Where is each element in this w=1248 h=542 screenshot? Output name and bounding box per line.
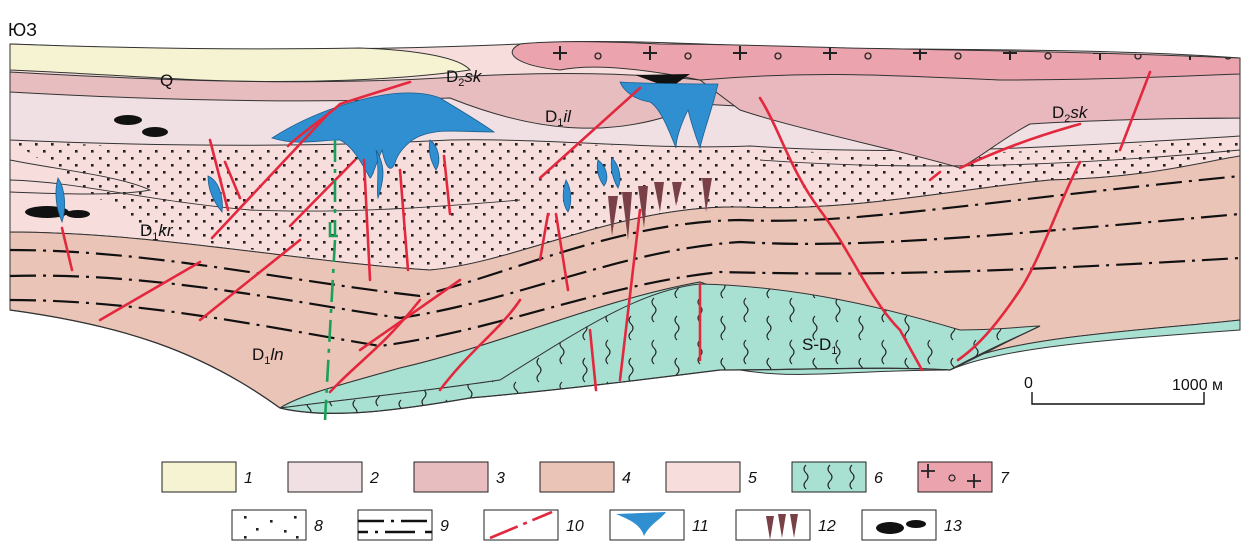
legend-swatch-11 bbox=[610, 510, 684, 540]
scale-bar: 0 1000 м bbox=[1024, 375, 1223, 404]
legend-item-9: 9 bbox=[358, 510, 449, 540]
legend-number-2: 2 bbox=[369, 470, 379, 487]
legend-swatch-10 bbox=[484, 510, 558, 540]
legend-swatch-7 bbox=[918, 462, 992, 492]
legend-number-9: 9 bbox=[440, 518, 449, 535]
label-d2sk-left: D2sk bbox=[446, 67, 483, 89]
legend-number-7: 7 bbox=[1000, 470, 1010, 487]
legend-item-12: 12 bbox=[736, 510, 836, 540]
scale-end: 1000 м bbox=[1172, 377, 1223, 394]
legend-item-11: 11 bbox=[610, 510, 709, 540]
legend-number-6: 6 bbox=[874, 470, 883, 487]
legend-swatch-9 bbox=[358, 510, 432, 540]
legend-number-13: 13 bbox=[944, 518, 962, 535]
legend-swatch-12 bbox=[736, 510, 810, 540]
legend-item-13: 13 bbox=[862, 510, 962, 540]
label-q: Q bbox=[160, 71, 173, 90]
scale-start: 0 bbox=[1024, 375, 1033, 392]
legend-number-10: 10 bbox=[566, 518, 584, 535]
legend-item-6: 6 bbox=[792, 462, 883, 492]
legend-number-3: 3 bbox=[496, 470, 505, 487]
legend-item-8: 8 bbox=[232, 510, 323, 540]
legend-swatch-2 bbox=[288, 462, 362, 492]
legend-item-5: 5 bbox=[666, 462, 757, 492]
legend-swatch-4 bbox=[540, 462, 614, 492]
legend-number-8: 8 bbox=[314, 518, 323, 535]
legend-number-4: 4 bbox=[622, 470, 631, 487]
legend-item-2: 2 bbox=[288, 462, 379, 492]
direction-left: ЮЗ bbox=[8, 20, 37, 40]
legend-item-7: 7 bbox=[918, 462, 1010, 492]
legend-item-3: 3 bbox=[414, 462, 505, 492]
legend-number-12: 12 bbox=[818, 518, 836, 535]
legend-number-1: 1 bbox=[244, 470, 253, 487]
legend-item-1: 1 bbox=[162, 462, 253, 492]
legend-swatch-3 bbox=[414, 462, 488, 492]
legend-swatch-8 bbox=[232, 510, 306, 540]
legend-swatch-5 bbox=[666, 462, 740, 492]
legend-item-4: 4 bbox=[540, 462, 631, 492]
legend-number-5: 5 bbox=[748, 470, 757, 487]
legend-number-11: 11 bbox=[692, 518, 709, 535]
legend-swatch-13 bbox=[862, 510, 936, 540]
legend-swatch-6 bbox=[792, 462, 866, 492]
label-d2sk-right: D2sk bbox=[1052, 103, 1089, 125]
legend-item-10: 10 bbox=[484, 510, 584, 540]
legend-swatch-1 bbox=[162, 462, 236, 492]
